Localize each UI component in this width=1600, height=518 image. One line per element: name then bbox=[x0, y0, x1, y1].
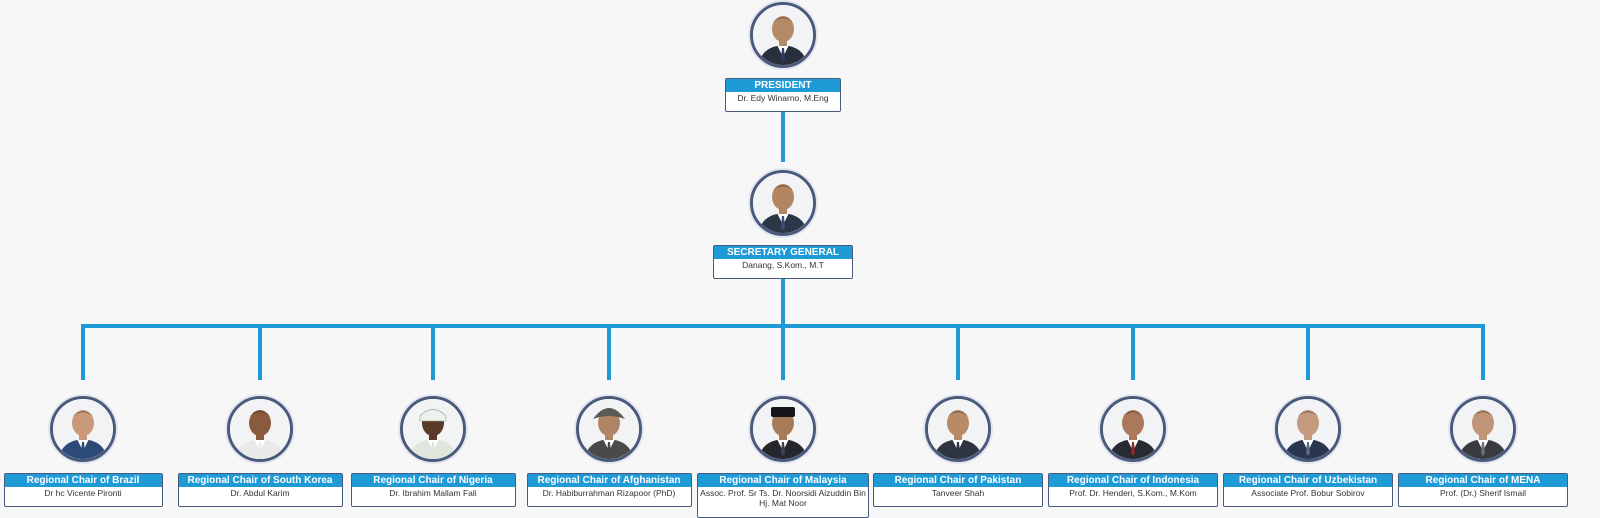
person-name: Danang, S.Kom., M.T bbox=[742, 260, 824, 270]
person-name: Dr hc Vicente Pironti bbox=[44, 488, 122, 498]
avatar bbox=[50, 396, 116, 462]
person-name: Dr. Abdul Karim bbox=[230, 488, 290, 498]
person-name: Tanveer Shah bbox=[931, 488, 985, 498]
avatar bbox=[1275, 396, 1341, 462]
person-name: Dr. Edy Winarno, M.Eng bbox=[737, 93, 829, 103]
person-name: Dr. Habiburrahman Rizapoor (PhD) bbox=[542, 488, 676, 498]
role-title: Regional Chair of Nigeria bbox=[351, 474, 515, 487]
avatar bbox=[750, 170, 816, 236]
role-title: PRESIDENT bbox=[726, 79, 840, 92]
role-title: Regional Chair of MENA bbox=[1399, 474, 1567, 487]
avatar bbox=[1100, 396, 1166, 462]
role-title: Regional Chair of Brazil bbox=[4, 474, 162, 487]
person-name: Dr. Ibrahim Mallam Fali bbox=[389, 488, 477, 498]
person-name: Assoc. Prof. Sr Ts. Dr. Noorsidi Aizuddi… bbox=[700, 488, 866, 508]
avatar bbox=[400, 396, 466, 462]
avatar bbox=[576, 396, 642, 462]
role-title: Regional Chair of Afghanistan bbox=[527, 474, 691, 487]
avatar bbox=[925, 396, 991, 462]
person-name: Associate Prof. Bobur Sobirov bbox=[1251, 488, 1365, 498]
avatar bbox=[750, 396, 816, 462]
avatar bbox=[227, 396, 293, 462]
role-title: Regional Chair of Indonesia bbox=[1049, 474, 1217, 487]
avatar bbox=[750, 2, 816, 68]
role-title: Regional Chair of Malaysia bbox=[698, 474, 868, 487]
person-name: Prof. (Dr.) Sherif Ismail bbox=[1440, 488, 1526, 498]
role-title: Regional Chair of Pakistan bbox=[874, 474, 1042, 487]
person-name: Prof. Dr. Henderi, S.Kom., M.Kom bbox=[1069, 488, 1197, 498]
role-title: SECRETARY GENERAL bbox=[714, 246, 852, 259]
role-title: Regional Chair of Uzbekistan bbox=[1224, 474, 1392, 487]
role-title: Regional Chair of South Korea bbox=[178, 474, 342, 487]
avatar bbox=[1450, 396, 1516, 462]
